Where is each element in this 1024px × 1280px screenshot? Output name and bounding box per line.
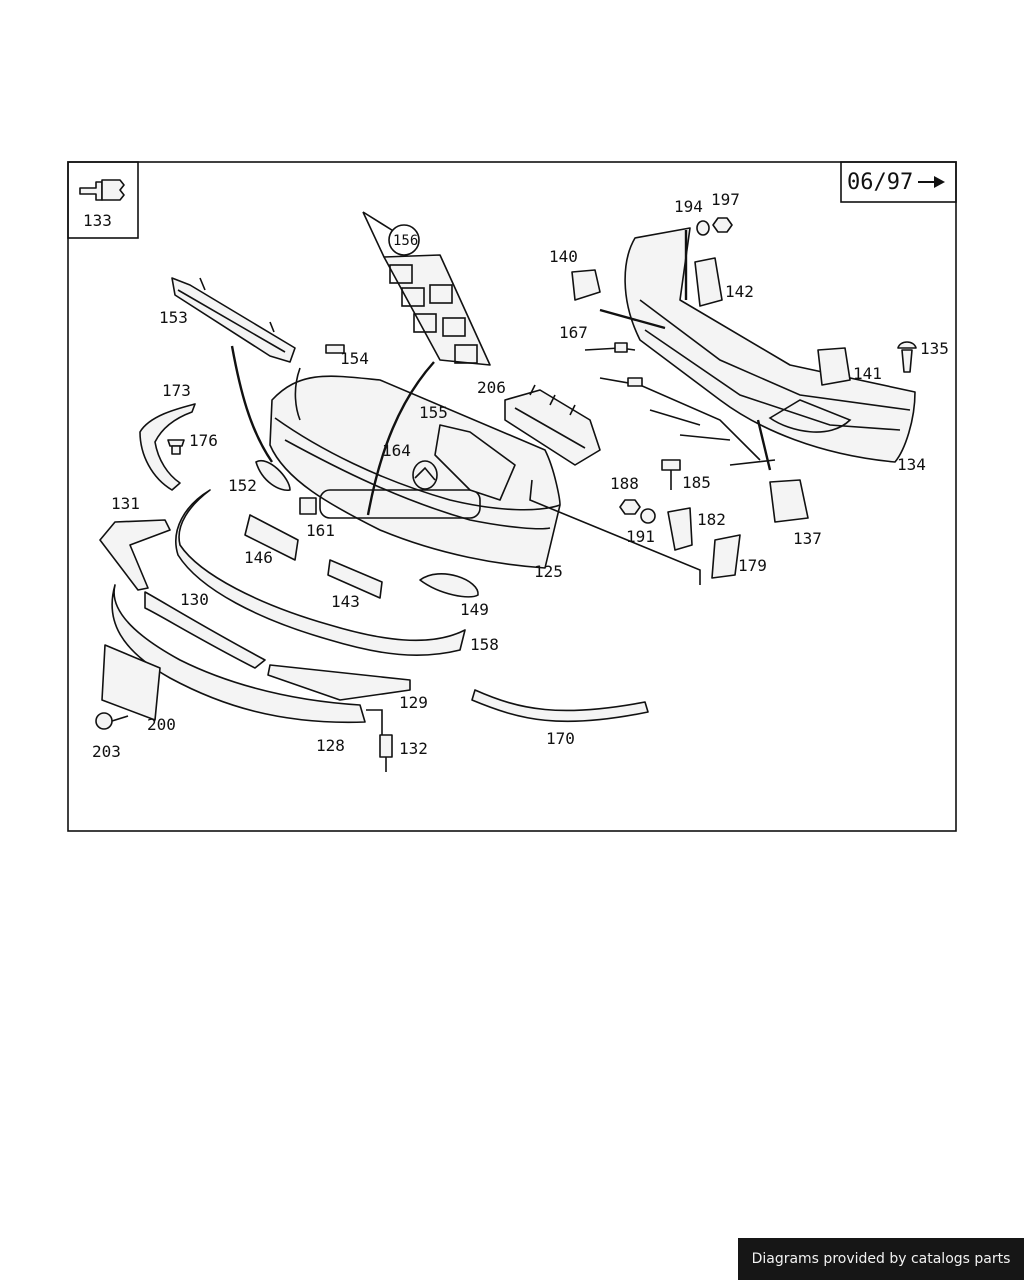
- bolt-185-icon: [661, 459, 681, 490]
- clip-176-icon: [167, 439, 185, 455]
- callout-label: 167: [559, 323, 588, 342]
- grille-146: [244, 514, 299, 561]
- carrier-bracket-206: [504, 384, 601, 466]
- bracket-179: [711, 534, 741, 579]
- front-bumper-cover: [269, 367, 561, 569]
- clip-132-icon: [366, 709, 393, 772]
- callout-label: 135: [920, 339, 949, 358]
- reinforcement-bar-153: [171, 277, 296, 363]
- license-plate-200: [101, 644, 161, 721]
- callout-label: 156: [393, 233, 418, 249]
- bracket-140: [571, 269, 601, 301]
- spoiler-158: [175, 489, 466, 656]
- callout-label: 188: [610, 474, 639, 493]
- callout-label: 137: [793, 529, 822, 548]
- trim-strip-170: [471, 689, 649, 723]
- clip-135-icon: [897, 341, 917, 373]
- leader-line: [529, 479, 701, 585]
- callout-label: 185: [682, 473, 711, 492]
- rear-bumper-cover: [624, 227, 916, 463]
- bracket-137: [769, 479, 809, 523]
- callout-label: 176: [189, 431, 218, 450]
- callout-label: 182: [697, 510, 726, 529]
- cover-149: [419, 572, 479, 598]
- callout-label: 179: [738, 556, 767, 575]
- callout-label: 155: [419, 403, 448, 422]
- nut-188-icon: [619, 499, 641, 515]
- grille-mesh-156: [362, 211, 491, 366]
- callout-label: 131: [111, 494, 140, 513]
- callout-label: 142: [725, 282, 754, 301]
- nut-194-icon: [696, 220, 710, 236]
- impact-strip-155: [434, 424, 516, 501]
- nut-197-icon: [712, 217, 733, 233]
- callout-label: 132: [399, 739, 428, 758]
- callout-labels: 125 128 129 130 131 132 134 135 137 140 …: [92, 190, 949, 761]
- callout-label: 158: [470, 635, 499, 654]
- washer-191-icon: [640, 508, 656, 524]
- cover-152: [255, 459, 291, 491]
- callout-label: 197: [711, 190, 740, 209]
- leader-line: [366, 361, 435, 516]
- date-code-box: [840, 161, 957, 203]
- bracket-142: [694, 257, 723, 307]
- date-code: 06/97: [847, 170, 913, 195]
- part-161: [299, 497, 317, 515]
- trim-strip-173: [139, 403, 196, 491]
- callout-label: 141: [853, 364, 882, 383]
- clip-133-icon: [79, 179, 125, 201]
- callout-label: 125: [534, 562, 563, 581]
- callout-label: 129: [399, 693, 428, 712]
- callout-label: 130: [180, 590, 209, 609]
- callout-label: 140: [549, 247, 578, 266]
- callout-label: 161: [306, 521, 335, 540]
- callout-label: 206: [477, 378, 506, 397]
- callout-label: 170: [546, 729, 575, 748]
- callout-label: 194: [674, 197, 703, 216]
- bracket-182: [667, 507, 693, 551]
- callout-label: 134: [897, 455, 926, 474]
- callout-label: 146: [244, 548, 273, 567]
- grille-143: [327, 559, 383, 599]
- callout-label: 154: [340, 349, 369, 368]
- callout-label: 152: [228, 476, 257, 495]
- diagram-credit-footer: Diagrams provided by catalogs parts: [738, 1238, 1024, 1280]
- lower-lip-128: [111, 584, 366, 724]
- screw-203-icon: [95, 712, 129, 730]
- callout-label: 153: [159, 308, 188, 327]
- leader-line: [599, 308, 666, 330]
- callout-label: 200: [147, 715, 176, 734]
- callout-label: 203: [92, 742, 121, 761]
- callout-label: 164: [382, 441, 411, 460]
- leader-line: [756, 419, 772, 471]
- diagram-frame: [67, 161, 957, 832]
- arrow-right-icon: [918, 176, 945, 188]
- callout-label: 191: [626, 527, 655, 546]
- bracket-154: [325, 344, 345, 354]
- leader-line: [230, 345, 273, 463]
- inset-box: [67, 161, 139, 239]
- lip-130: [144, 591, 266, 669]
- bracket-131: [99, 519, 171, 591]
- callout-label: 128: [316, 736, 345, 755]
- inset-label: 133: [83, 211, 112, 230]
- extension-129: [267, 664, 411, 701]
- bracket-141: [817, 347, 851, 386]
- wire-harness-167: [584, 342, 776, 466]
- callout-label: 143: [331, 592, 360, 611]
- callout-label: 173: [162, 381, 191, 400]
- callout-label: 149: [460, 600, 489, 619]
